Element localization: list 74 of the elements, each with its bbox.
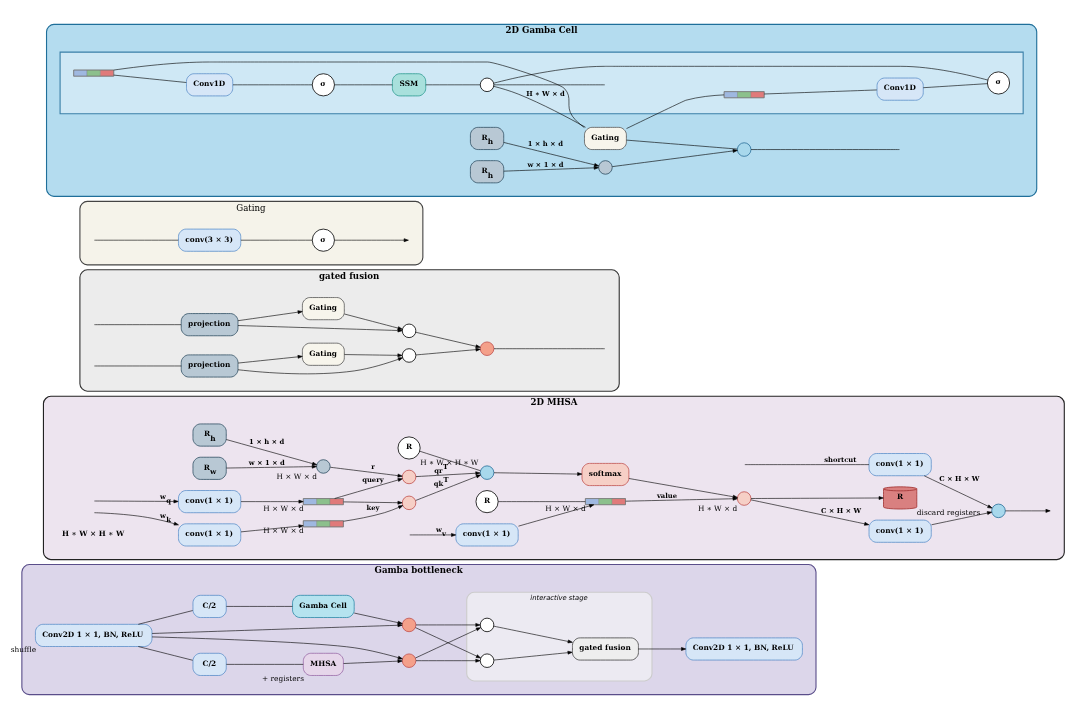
arrow — [1005, 509, 1051, 513]
connector — [425, 84, 481, 86]
arrow — [343, 500, 403, 505]
connector — [626, 139, 738, 150]
arrow — [503, 142, 600, 167]
connector — [923, 83, 988, 88]
arrow — [612, 149, 738, 167]
arrow — [334, 478, 403, 499]
arrow — [353, 612, 403, 625]
arrow — [625, 496, 738, 502]
arrow — [344, 353, 403, 358]
connector — [113, 61, 585, 128]
arrow — [237, 357, 403, 375]
arrow — [931, 511, 992, 526]
arrow — [343, 659, 403, 664]
node-circle — [401, 495, 417, 511]
node-circle — [401, 617, 417, 633]
arrow — [343, 505, 404, 522]
cluster — [59, 51, 1024, 115]
arrow — [94, 512, 179, 526]
arrow — [237, 310, 303, 321]
node-circle — [401, 323, 417, 338]
node-circle — [479, 653, 495, 668]
arrow — [415, 474, 481, 501]
arrow — [94, 499, 179, 504]
arrow — [330, 466, 403, 478]
arrow — [638, 647, 687, 651]
arrow — [409, 533, 457, 537]
connector — [334, 84, 393, 86]
node-circle — [479, 341, 495, 356]
arrow — [503, 166, 599, 172]
node-circle — [479, 77, 495, 92]
node-circle — [401, 653, 417, 668]
connector — [419, 450, 481, 471]
node-circle — [737, 491, 752, 506]
arrow — [493, 625, 573, 644]
arrow — [237, 325, 403, 333]
node-circle — [401, 469, 417, 485]
arrow — [750, 499, 870, 526]
arrow — [151, 623, 403, 634]
arrow — [628, 478, 738, 499]
arrow — [226, 464, 317, 469]
connector — [240, 239, 313, 241]
connector — [493, 84, 606, 86]
arrow — [493, 472, 583, 476]
arrow — [240, 499, 304, 504]
arrow — [518, 504, 595, 527]
arrow — [415, 627, 481, 659]
arrow — [240, 524, 304, 533]
connector — [232, 84, 313, 86]
arrow — [923, 475, 993, 509]
node-circle — [991, 503, 1006, 519]
connector — [493, 86, 586, 128]
connector — [626, 94, 725, 129]
node-circle — [598, 160, 613, 175]
node-circle — [737, 142, 752, 157]
node-circle — [401, 348, 417, 363]
arrow — [344, 313, 403, 330]
node-circle — [479, 617, 495, 633]
node-circle — [479, 465, 495, 480]
arrow — [750, 496, 884, 500]
arrow — [226, 439, 318, 466]
arrow — [151, 636, 403, 660]
connector — [493, 66, 989, 84]
node-circle — [316, 459, 331, 474]
arrow — [415, 331, 481, 349]
arrow — [415, 658, 481, 663]
arrow — [334, 238, 409, 242]
arrow — [415, 471, 481, 477]
arrow — [237, 355, 303, 364]
connector — [497, 501, 586, 502]
arrow — [415, 347, 481, 356]
arrow — [493, 650, 573, 661]
arrow — [415, 623, 481, 627]
